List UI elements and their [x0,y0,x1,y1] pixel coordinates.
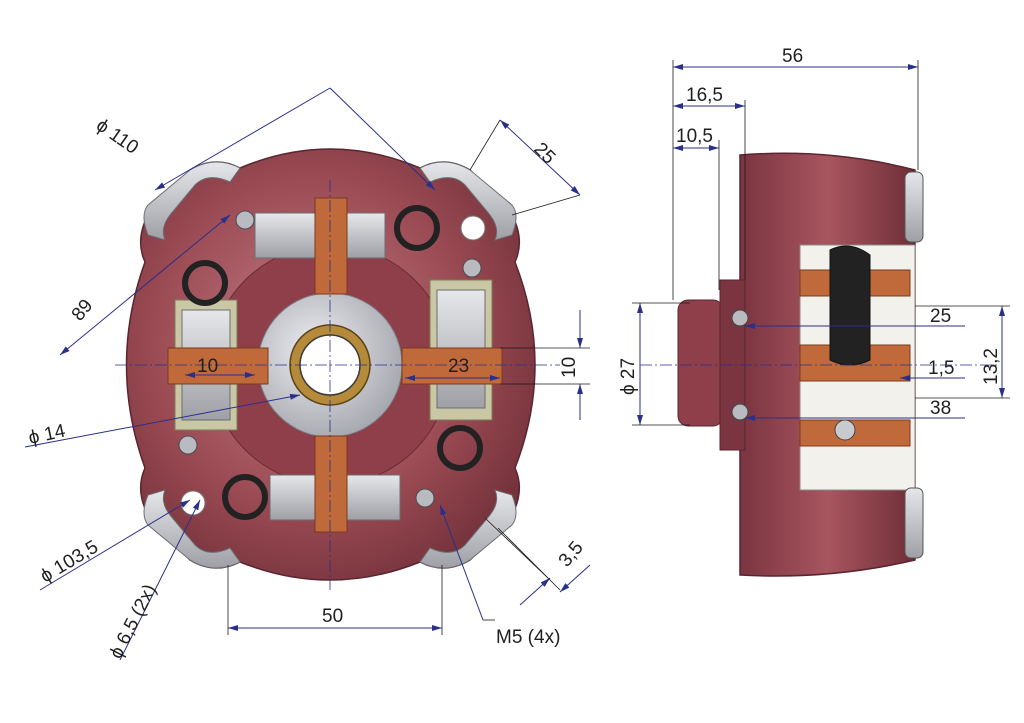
dim-diameter-103-5: ϕ 103,5 [37,537,102,588]
dim-length-16-5: 16,5 [686,85,723,106]
dim-gap-3-5: 3,5 [555,537,588,571]
front-view: ϕ 110 25 89 10 23 10 ϕ 14 ϕ 103,5 ϕ 6,5 … [24,87,591,662]
mounting-screws [178,210,482,508]
dim-width-23: 23 [448,356,469,377]
dim-length-1-5: 1,5 [928,358,954,379]
dim-diameter-110: ϕ 110 [92,115,142,159]
thread-callout-m5: M5 (4x) [496,627,560,648]
side-hub-boss [677,299,724,427]
dim-length-38: 38 [930,398,951,419]
dim-89: 89 [68,296,98,326]
dim-length-25: 25 [930,306,951,327]
dim-height-13-2: 13,2 [981,348,1002,385]
mounting-hole [460,215,486,241]
dim-length-10-5: 10,5 [676,126,713,147]
dim-diameter-27: ϕ 27 [618,358,639,395]
dim-diameter-6-5: ϕ 6,5 (2x) [106,581,161,662]
dim-width-10: 10 [197,356,218,377]
side-view: 56 16,5 10,5 ϕ 27 25 1,5 38 13,2 [618,46,1010,577]
dim-diameter-14: ϕ 14 [27,421,68,449]
dim-width-50: 50 [322,606,343,627]
dim-width-25: 25 [529,139,559,169]
dim-length-56: 56 [782,46,803,67]
dim-height-10: 10 [559,357,580,378]
